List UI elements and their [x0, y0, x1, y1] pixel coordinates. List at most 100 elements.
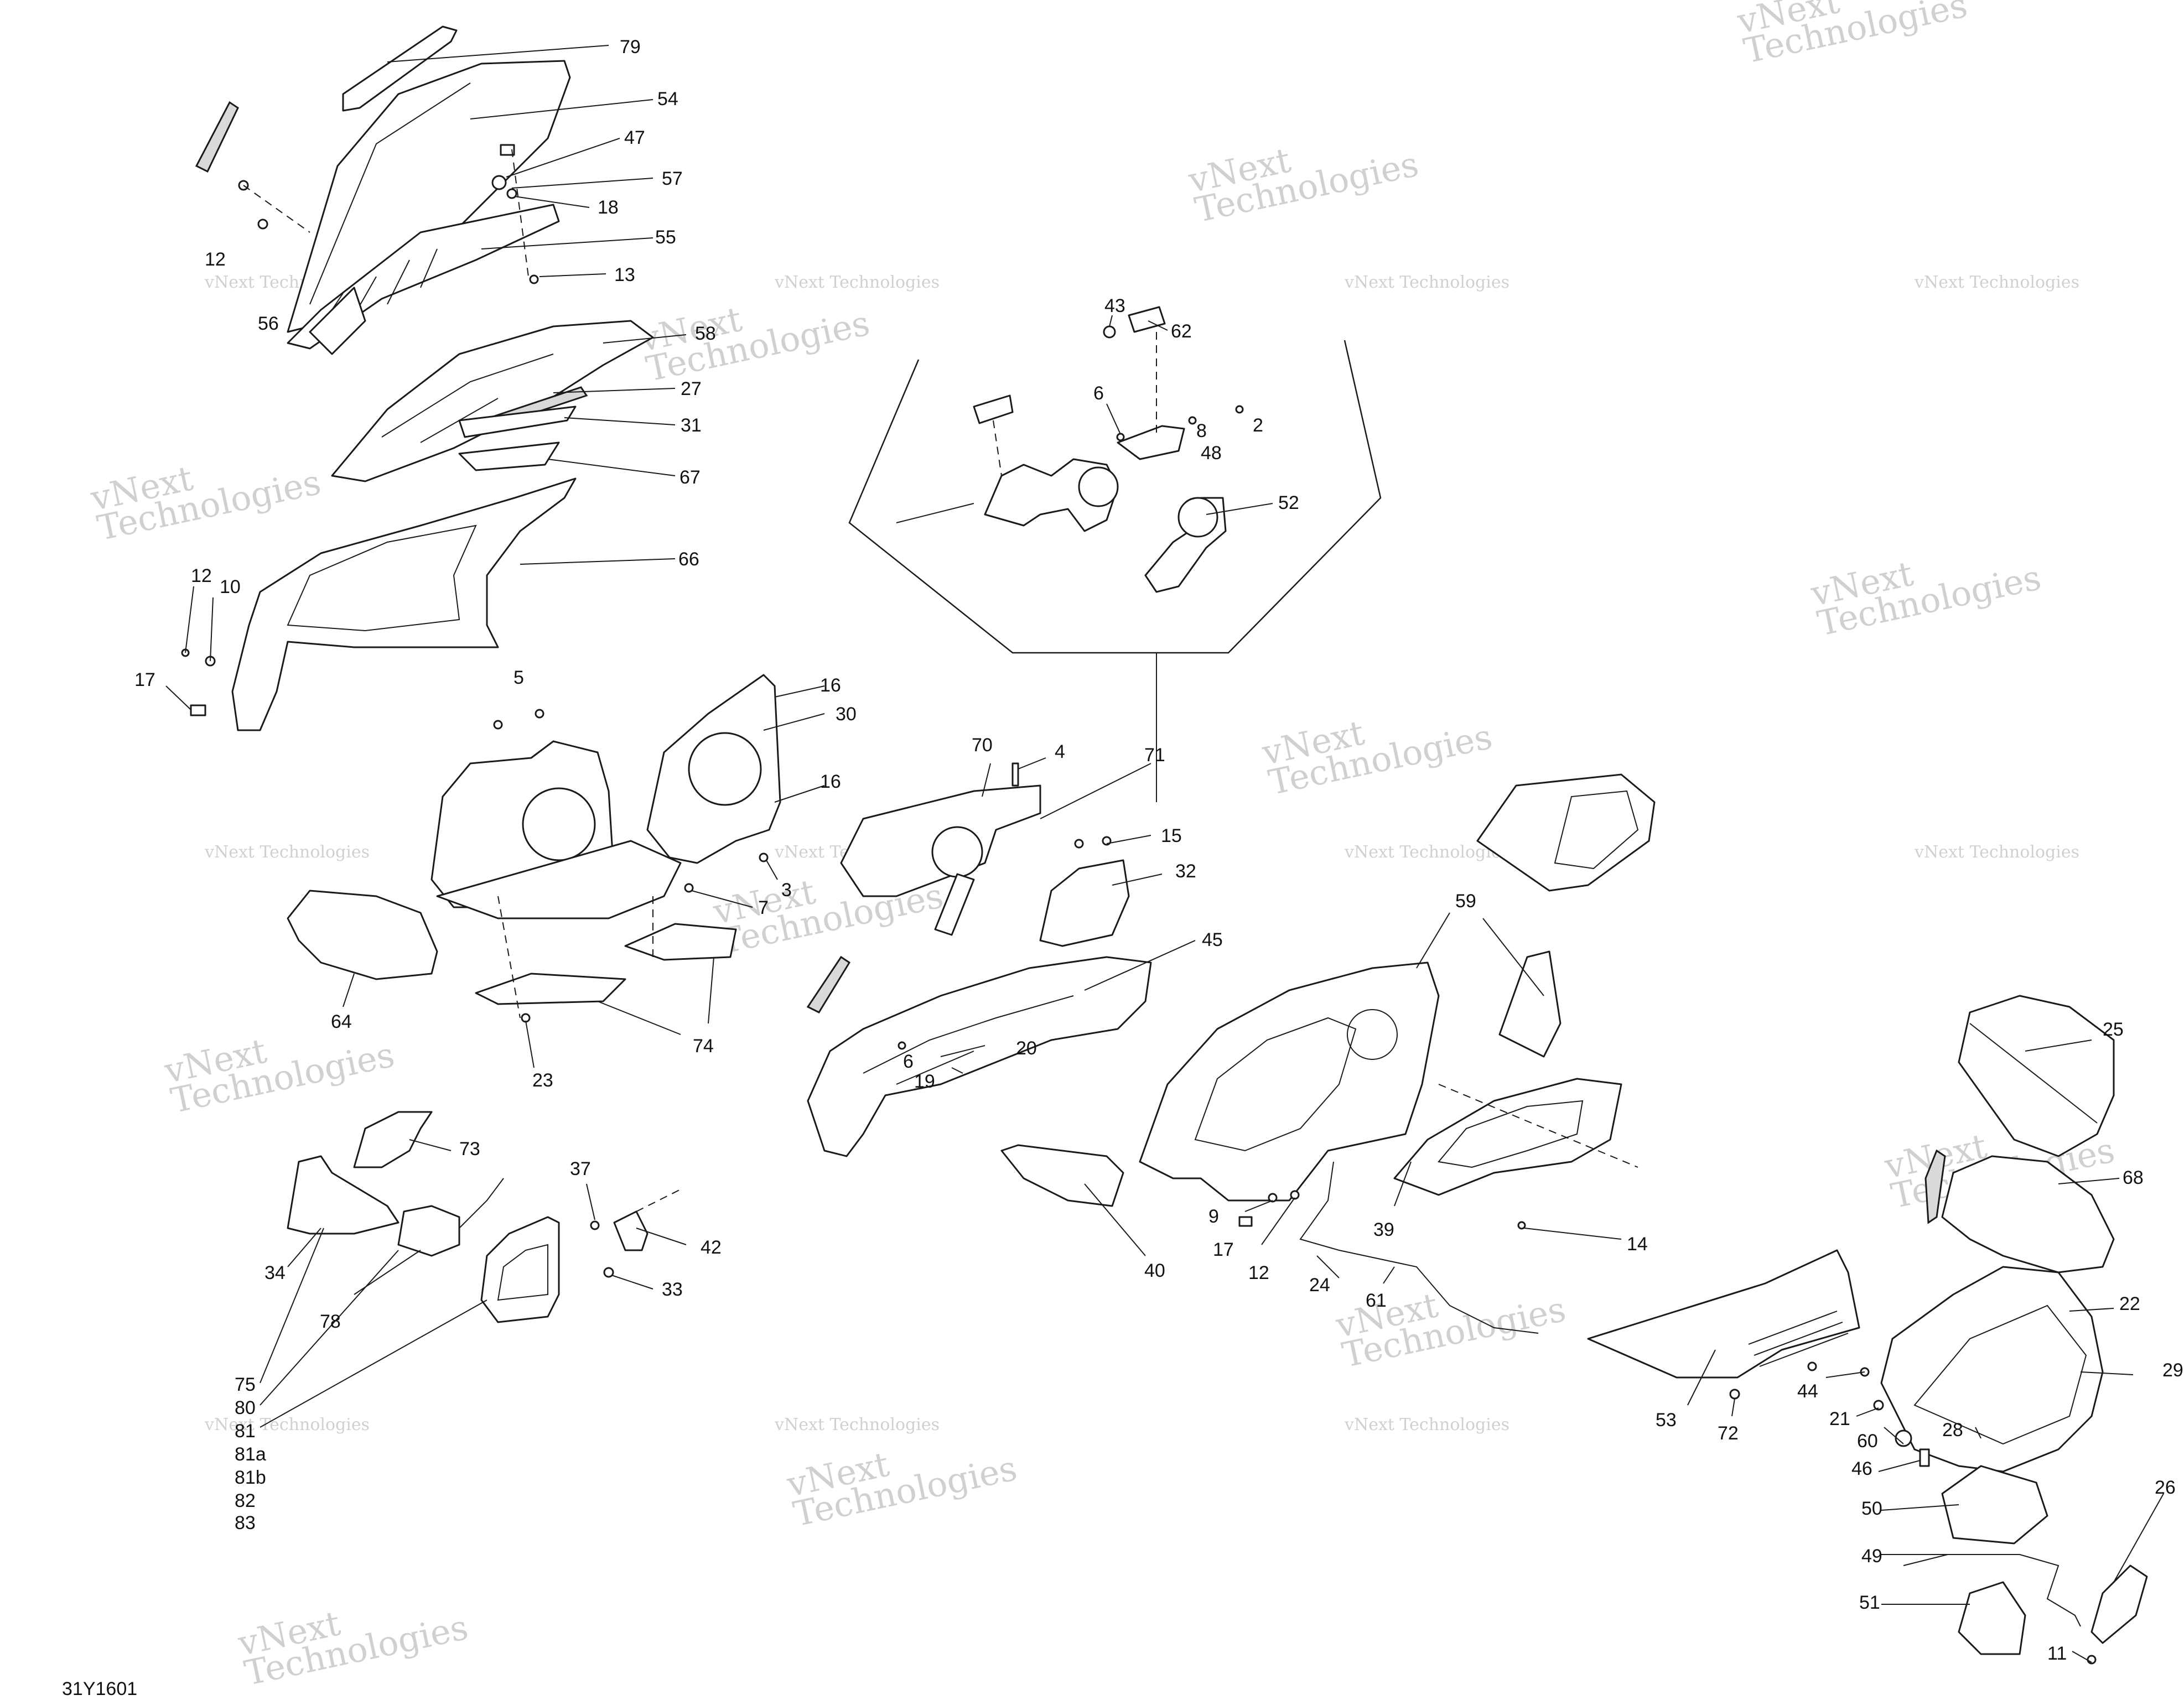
callout-13: 13	[614, 264, 635, 285]
watermark: vNext Technologies	[1734, 0, 1971, 71]
washer-18	[506, 188, 517, 199]
clip-44b	[1807, 1361, 1817, 1371]
leader-47	[506, 138, 620, 178]
bolt	[896, 503, 974, 523]
leader-11	[2072, 1651, 2092, 1663]
leader-20	[940, 1045, 985, 1057]
callout-56: 56	[258, 313, 279, 334]
inset-assembly-71	[848, 306, 1382, 802]
callout-27: 27	[681, 378, 702, 399]
mirror-motor-78	[397, 1205, 460, 1257]
callout-55: 55	[655, 227, 676, 248]
dash-line	[497, 896, 521, 1018]
callout-66: 66	[678, 549, 699, 570]
inset-frame	[848, 340, 1382, 654]
callout-12-top: 12	[205, 249, 226, 270]
callout-45: 45	[1202, 929, 1223, 950]
watermark-small-text: vNext Technologies	[1344, 273, 1509, 292]
callout-68: 68	[2123, 1167, 2144, 1188]
leader-42	[636, 1228, 687, 1245]
bolt-7	[684, 883, 694, 893]
callout-61: 61	[1366, 1290, 1387, 1311]
callout-16-mid: 16	[820, 771, 841, 792]
leader-60	[1884, 1427, 1904, 1444]
callout-70: 70	[972, 735, 993, 756]
leader-19	[951, 1067, 963, 1074]
pad-74b	[475, 973, 626, 1005]
callout-74: 74	[693, 1036, 714, 1057]
clip-14	[1517, 1221, 1526, 1230]
dash-line	[636, 1189, 681, 1212]
leader-34	[287, 1228, 321, 1267]
callout-8: 8	[1196, 420, 1207, 441]
leader-55	[481, 237, 653, 249]
callout-37: 37	[570, 1158, 591, 1179]
callout-42: 42	[701, 1237, 722, 1258]
callout-10: 10	[220, 576, 241, 597]
leader-7	[691, 890, 753, 908]
housing-22-frame	[1913, 1304, 2087, 1445]
trim-40	[1000, 1144, 1124, 1207]
callout-16-top: 16	[820, 675, 841, 696]
callout-43: 43	[1104, 295, 1125, 316]
callout-12-mid: 12	[1248, 1262, 1269, 1283]
watermark: vNext Technologies	[87, 458, 324, 548]
mirror-glass-inner	[497, 1244, 548, 1301]
callout-33: 33	[662, 1279, 683, 1300]
nut-43	[1103, 325, 1116, 339]
callout-labels: 79 54 47 57 18 55 13 12 56 58 27 31 67 6…	[134, 37, 2183, 1664]
callout-49: 49	[1861, 1546, 1882, 1567]
leader-17	[165, 685, 191, 710]
frame-45-group	[806, 955, 1152, 1157]
bezel-inner	[1438, 1100, 1584, 1168]
leader-74b	[708, 956, 714, 1024]
leader-31	[564, 417, 676, 425]
windshield-group	[195, 25, 571, 355]
cable-78	[459, 1178, 504, 1229]
bolt-4	[1011, 762, 1019, 787]
panel-53	[1587, 1249, 1860, 1379]
windshield-highlight	[309, 82, 471, 305]
callout-73: 73	[459, 1138, 480, 1160]
leader-70	[982, 763, 991, 797]
leader-4	[1018, 757, 1046, 770]
bolt-3	[759, 852, 769, 862]
callout-39: 39	[1373, 1219, 1394, 1240]
callout-78: 78	[320, 1311, 341, 1332]
cover-52	[1177, 497, 1218, 538]
callout-3: 3	[781, 880, 792, 901]
leader-12	[185, 586, 194, 653]
cover-50	[1941, 1465, 2048, 1545]
leader-67	[547, 459, 676, 476]
callout-75: 75	[235, 1374, 256, 1395]
leader-12c	[1261, 1197, 1295, 1245]
callout-44: 44	[1797, 1381, 1818, 1402]
callout-18: 18	[598, 197, 619, 218]
mount-56	[309, 287, 366, 355]
callout-80: 80	[235, 1397, 256, 1418]
frame-66	[231, 477, 577, 731]
leader-23	[525, 1020, 535, 1068]
leader-21	[1856, 1407, 1879, 1417]
cover-51	[1958, 1581, 2026, 1655]
leader-43	[1109, 315, 1113, 327]
insert-57	[500, 144, 515, 156]
dashboard-group	[1000, 773, 1656, 1334]
leader-29	[2080, 1371, 2134, 1375]
cover-59b	[1498, 950, 1562, 1058]
bracket-42	[613, 1210, 649, 1251]
callout-40: 40	[1144, 1260, 1165, 1281]
callout-19: 19	[914, 1071, 935, 1092]
leader-24	[1316, 1255, 1340, 1278]
pad-74a	[624, 923, 737, 961]
callout-26: 26	[2155, 1477, 2176, 1498]
callout-11: 11	[2047, 1643, 2067, 1664]
leader-3	[766, 860, 778, 880]
trim-68-edge	[1924, 1149, 1946, 1224]
dash-line	[243, 185, 310, 233]
leader-61	[1383, 1266, 1395, 1284]
leader-22	[2069, 1308, 2114, 1312]
callout-72: 72	[1718, 1423, 1739, 1444]
callout-17-mid: 17	[1213, 1239, 1234, 1260]
callout-60: 60	[1857, 1431, 1878, 1452]
